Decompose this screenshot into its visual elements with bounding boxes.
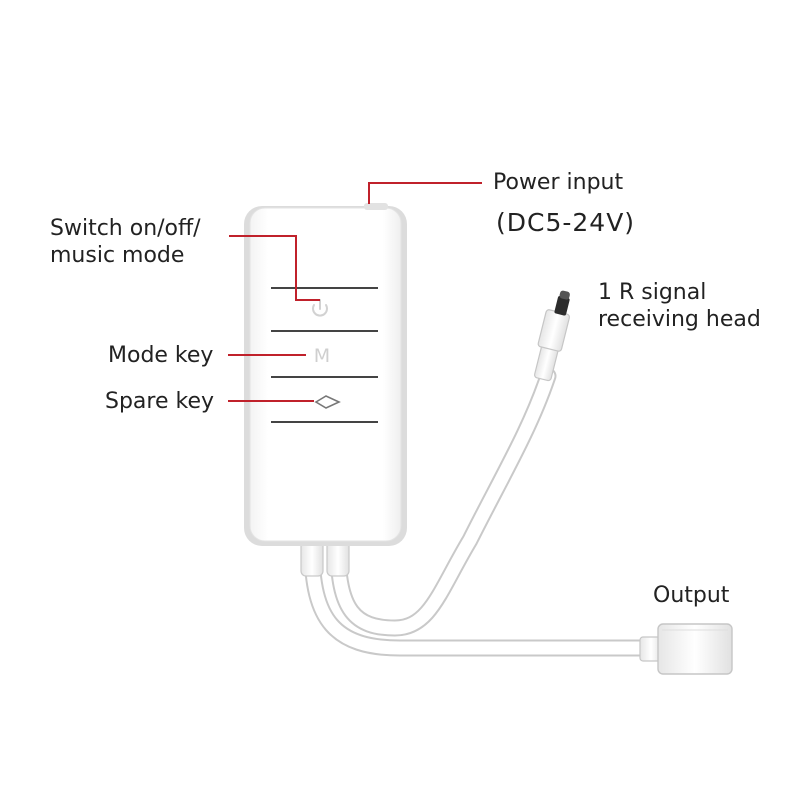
label-power-input: Power input (493, 170, 623, 195)
ir-cable (331, 369, 555, 635)
label-spare-key: Spare key (105, 389, 214, 414)
key-dividers (271, 287, 378, 423)
mode-m-icon: M (314, 345, 330, 367)
leader-lines (228, 182, 482, 402)
label-output: Output (653, 583, 730, 608)
output-connector (639, 623, 733, 675)
label-mode-key: Mode key (108, 343, 213, 368)
label-power-voltage: (DC5-24V) (496, 208, 635, 237)
power-icon (312, 299, 328, 317)
leader-switch (229, 235, 320, 301)
ir-receiver-head (533, 290, 571, 382)
label-ir-line2: receiving head (598, 307, 761, 332)
label-switch-line1: Switch on/off/ (50, 216, 201, 241)
output-cable-outline (303, 539, 664, 657)
leader-power-input (368, 182, 482, 204)
controller-body (244, 203, 407, 546)
output-cable (305, 541, 662, 655)
mode-key[interactable]: M (314, 345, 330, 367)
label-ir-line1: 1 R signal (598, 280, 706, 305)
cable-boots (300, 539, 350, 577)
spare-key[interactable] (314, 395, 341, 409)
power-input-port (364, 203, 388, 210)
power-key[interactable] (312, 299, 328, 317)
label-switch-line2: music mode (50, 243, 184, 268)
diamond-icon (314, 395, 341, 409)
